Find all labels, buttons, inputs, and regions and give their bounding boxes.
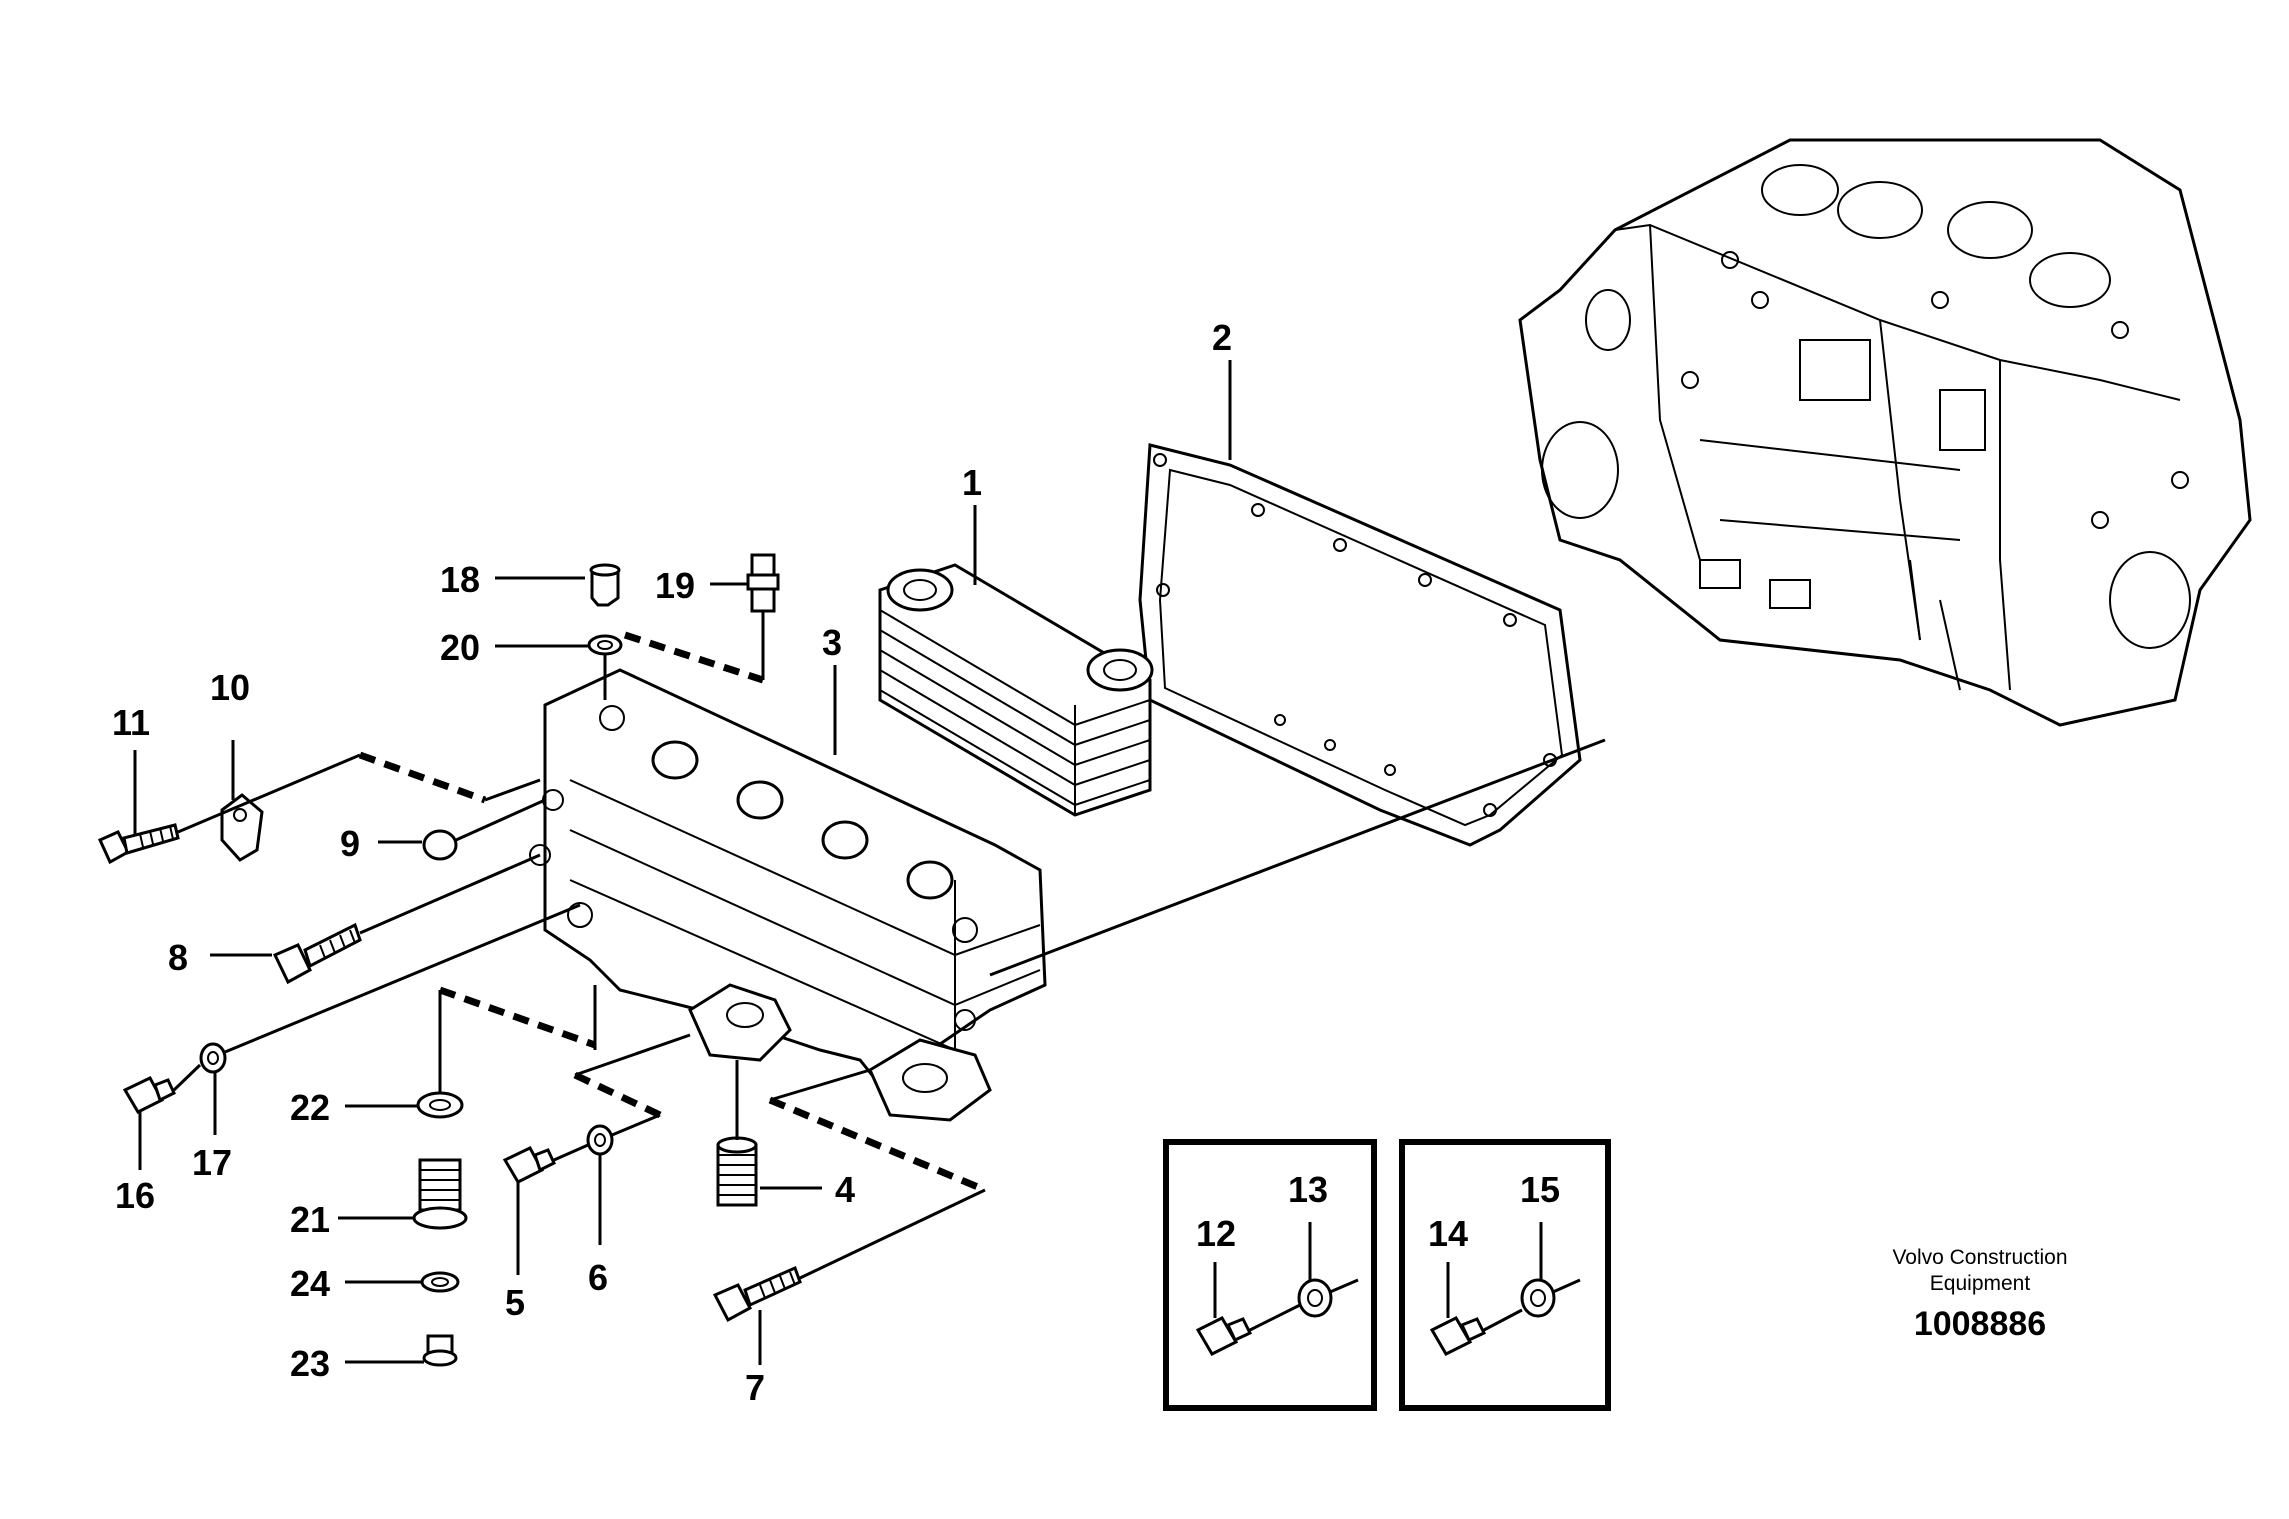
oil-filter-housing-part-3 [529,668,1047,1122]
washer-part-24 [420,1271,460,1293]
callout-17: 17 [192,1142,232,1183]
manufacturer-line-2: Equipment [1929,1272,2031,1295]
callout-14: 14 [1428,1213,1468,1254]
callout-20: 20 [440,627,480,668]
callout-10: 10 [210,667,250,708]
plug-part-16 [122,1076,176,1114]
nipple-part-4 [716,1136,758,1207]
washer-part-15 [1520,1278,1556,1318]
plug-part-18 [589,563,621,607]
callout-12: 12 [1196,1213,1236,1254]
washer-part-20 [587,634,623,656]
engine-block-illustration [1518,138,2252,727]
callout-8: 8 [168,937,188,978]
callout-22: 22 [290,1087,330,1128]
callout-24: 24 [290,1263,330,1304]
callout-7: 7 [745,1367,765,1408]
washer-part-17 [199,1042,227,1074]
o-ring-part-9 [422,829,458,861]
callout-21: 21 [290,1199,330,1240]
callout-16: 16 [115,1175,155,1216]
callout-1: 1 [962,462,982,503]
callout-3: 3 [822,622,842,663]
callout-2: 2 [1212,317,1232,358]
callout-6: 6 [588,1257,608,1298]
callout-4: 4 [835,1169,855,1210]
inset-box-14-15 [1399,1139,1611,1411]
plug-part-5 [502,1146,556,1184]
callout-19: 19 [655,565,695,606]
screw-part-8 [272,922,362,985]
gasket-part-2 [1138,443,1582,847]
callout-23: 23 [290,1343,330,1384]
callout-13: 13 [1288,1169,1328,1210]
callout-15: 15 [1520,1169,1560,1210]
washer-part-22 [416,1091,464,1119]
callout-9: 9 [340,823,360,864]
illustration-number: 1008886 [1913,1305,2047,1343]
washer-part-13 [1297,1278,1333,1318]
callout-11: 11 [112,702,150,743]
callout-18: 18 [440,559,480,600]
screw-part-7 [712,1265,802,1323]
plug-part-23 [422,1334,458,1367]
cover-plate-part-10 [220,793,264,862]
plug-part-12 [1195,1316,1253,1356]
valve-part-21 [412,1158,468,1230]
inset-box-12-13 [1163,1139,1377,1411]
oil-cooler-part-1 [878,563,1154,817]
plug-part-14 [1429,1316,1487,1356]
callout-5: 5 [505,1282,525,1323]
nipple-part-19 [746,553,780,613]
drawing-caption: Volvo Construction Equipment 1008886 [1830,1245,2130,1344]
washer-part-6 [586,1124,614,1156]
screw-part-11 [98,823,180,865]
manufacturer-line-1: Volvo Construction [1892,1246,2068,1269]
